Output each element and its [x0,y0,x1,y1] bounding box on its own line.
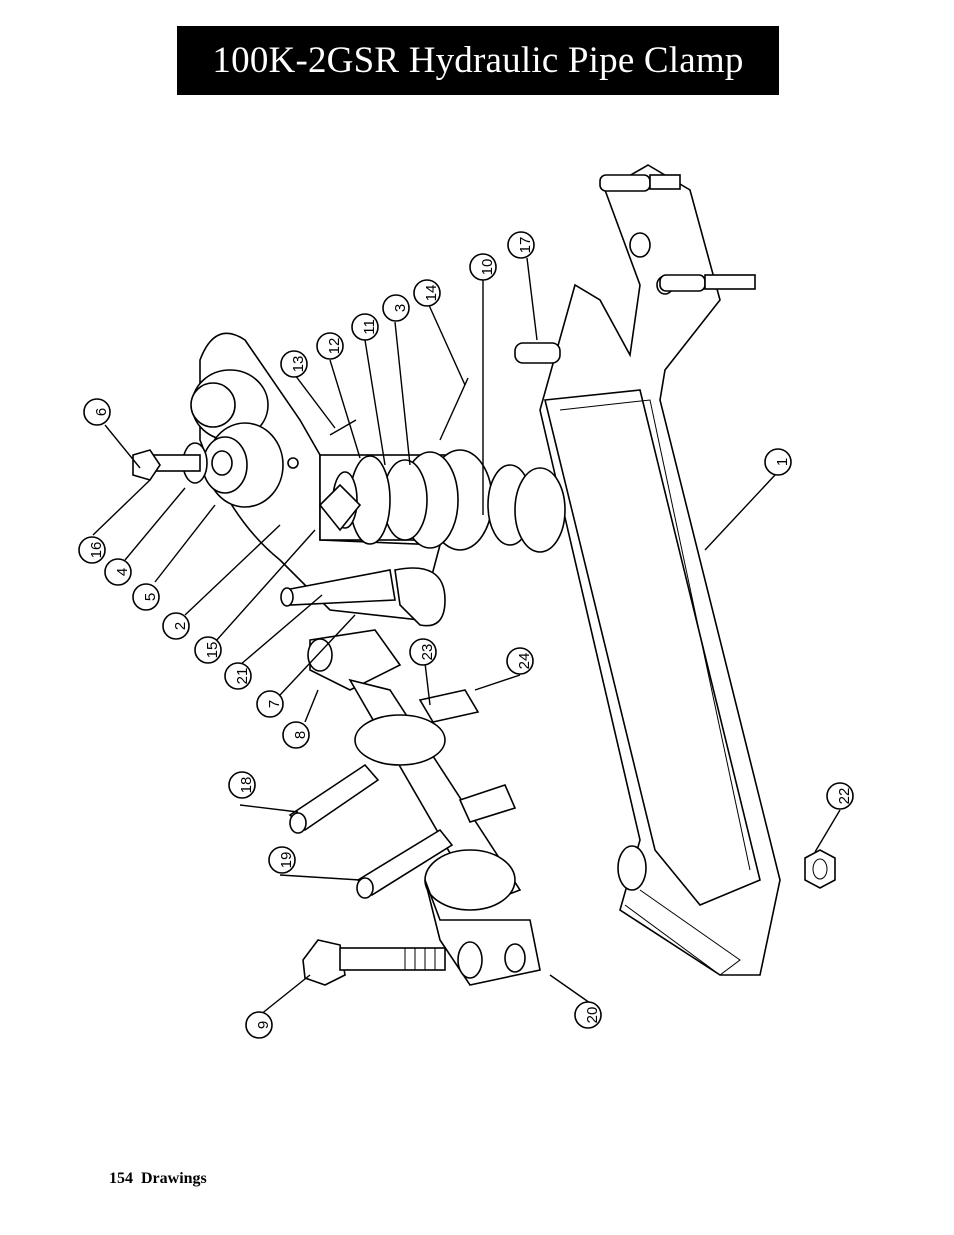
bolt-6-part [132,449,201,481]
roller-parts [182,369,284,508]
callout-6-label: 6 [93,408,110,416]
callout-4: 4 [104,558,132,586]
callout-13-label: 13 [290,356,307,373]
hose-parts [288,689,517,899]
callout-14-label: 14 [423,285,440,302]
callout-17-label: 17 [517,237,534,254]
callout-6: 6 [83,398,111,426]
callout-8-label: 8 [292,731,309,739]
callout-7-label: 7 [266,700,283,708]
pin-21-part [280,567,446,627]
frame-arm-part [514,164,781,976]
callout-22: 22 [826,782,854,810]
page-title: 100K-2GSR Hydraulic Pipe Clamp [177,26,779,95]
page-footer: 154 Drawings [109,1170,207,1188]
callout-8: 8 [282,721,310,749]
callout-5: 5 [132,583,160,611]
callout-16: 16 [78,536,106,564]
callout-22-label: 22 [836,788,853,805]
callout-11: 11 [351,313,379,341]
pins-part [329,377,469,441]
pivot-assembly-part [318,449,566,553]
callout-21-label: 21 [234,668,251,685]
callout-15: 15 [194,636,222,664]
callout-7: 7 [256,690,284,718]
page-number: 154 [109,1170,133,1187]
callout-3: 3 [382,294,410,322]
callout-23: 23 [409,638,437,666]
bolt-9-part [302,939,446,986]
callout-23-label: 23 [419,644,436,661]
callout-24-label: 24 [516,653,533,670]
callout-15-label: 15 [204,642,221,659]
callout-12-label: 12 [326,338,343,355]
callout-18-label: 18 [238,777,255,794]
callout-3-label: 3 [392,304,409,312]
callout-10-label: 10 [479,259,496,276]
callout-12: 12 [316,332,344,360]
callout-1-label: 1 [774,458,791,466]
callout-2-label: 2 [172,622,189,630]
callout-18: 18 [228,771,256,799]
section-name: Drawings [141,1170,207,1187]
callout-10: 10 [469,253,497,281]
callout-2: 2 [162,612,190,640]
callout-5-label: 5 [142,593,159,601]
callout-11-label: 11 [361,319,378,335]
callout-19-label: 19 [278,852,295,869]
nut-22-part [804,849,836,889]
callout-1: 1 [764,448,792,476]
callout-21: 21 [224,662,252,690]
callout-9: 9 [245,1011,273,1039]
callout-16-label: 16 [88,542,105,559]
leader-lines [92,257,841,1016]
callout-9-label: 9 [255,1021,272,1029]
callout-24: 24 [506,647,534,675]
callout-17: 17 [507,231,535,259]
cylinder-part [307,629,541,986]
callout-20-label: 20 [584,1007,601,1024]
callout-14: 14 [413,279,441,307]
callout-19: 19 [268,846,296,874]
callout-4-label: 4 [114,568,131,576]
callout-20: 20 [574,1001,602,1029]
callout-13: 13 [280,350,308,378]
